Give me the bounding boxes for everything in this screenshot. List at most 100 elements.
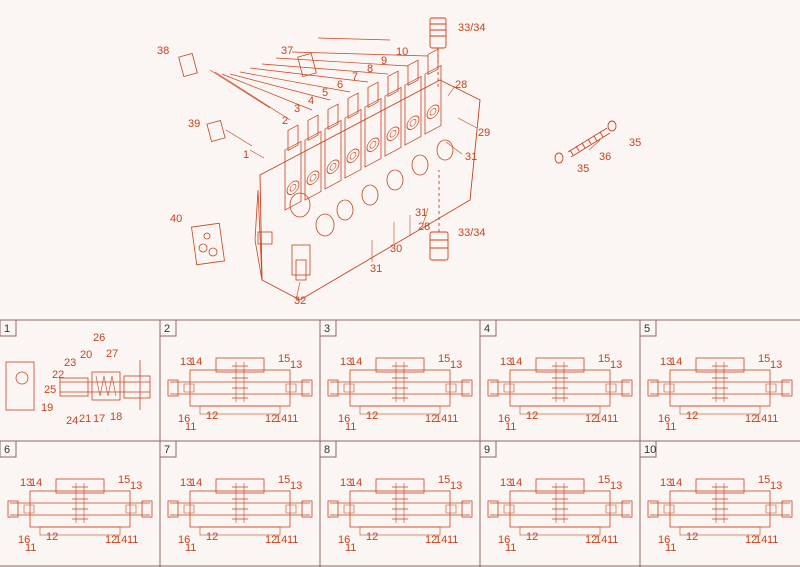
detail-callout: 14 <box>350 356 362 368</box>
valve-assembly-drawing <box>178 17 617 301</box>
detail-callout: 11 <box>505 542 516 554</box>
detail-callout: 12 <box>105 534 117 546</box>
callout-label: 36 <box>599 151 611 163</box>
detail-callout: 12 <box>526 410 538 422</box>
detail-number-box <box>159 319 177 337</box>
callout-label: 31 <box>370 263 382 275</box>
detail-callout: 11 <box>185 542 196 554</box>
detail-number-box <box>0 440 17 458</box>
detail-number: 1 <box>4 323 10 335</box>
detail-callout: 21 <box>79 413 91 425</box>
detail-callout: 14 <box>115 534 127 546</box>
detail-callout: 13 <box>500 477 512 489</box>
callout-label: 30 <box>390 243 402 255</box>
detail-callout: 15 <box>438 474 450 486</box>
detail-number-box <box>159 440 177 458</box>
detail-number: 2 <box>164 323 170 335</box>
detail-callout: 14 <box>190 356 202 368</box>
detail-callout: 16 <box>178 413 190 425</box>
detail-callout: 14 <box>30 477 42 489</box>
detail-callout: 15 <box>758 474 770 486</box>
detail-callout: 12 <box>366 410 378 422</box>
detail-callout: 13 <box>290 480 302 492</box>
detail-callout: 22 <box>52 369 64 381</box>
callout-label: 10 <box>396 46 408 58</box>
detail-callout: 14 <box>595 413 607 425</box>
detail-callout: 13 <box>770 359 782 371</box>
detail-number: 5 <box>644 323 650 335</box>
detail-callout: 15 <box>758 353 770 365</box>
detail-callout: 13 <box>130 480 142 492</box>
detail-callout: 14 <box>275 413 287 425</box>
detail-callout: 14 <box>510 477 522 489</box>
detail-callout: 13 <box>610 359 622 371</box>
detail-callout: 13 <box>340 356 352 368</box>
detail-callout: 13 <box>180 356 192 368</box>
detail-callout: 12 <box>46 531 58 543</box>
detail-callout: 12 <box>425 534 437 546</box>
detail-number-box <box>319 319 337 337</box>
detail-callout: 27 <box>106 348 118 360</box>
callout-label: 35 <box>629 137 641 149</box>
callout-label: 28 <box>455 79 467 91</box>
detail-callout: 11 <box>767 413 778 425</box>
callout-label: 39 <box>188 118 200 130</box>
callout-label: 31 <box>465 151 477 163</box>
detail-callout: 13 <box>450 480 462 492</box>
detail-callout: 19 <box>41 402 53 414</box>
detail-callout: 11 <box>665 421 676 433</box>
detail-number-box <box>479 440 497 458</box>
callout-label: 33/34 <box>458 22 486 34</box>
detail-callout: 15 <box>278 353 290 365</box>
detail-callout: 11 <box>25 542 36 554</box>
detail-callout: 25 <box>44 384 56 396</box>
detail-number-box <box>639 440 657 458</box>
detail-callout: 12 <box>686 531 698 543</box>
detail-number: 3 <box>324 323 330 335</box>
detail-callout: 11 <box>345 542 356 554</box>
detail-callout: 12 <box>745 413 757 425</box>
detail-callout: 13 <box>610 480 622 492</box>
callout-label: 31 <box>415 207 427 219</box>
callout-label: 32 <box>294 295 306 307</box>
detail-callout: 13 <box>180 477 192 489</box>
detail-number-box <box>479 319 497 337</box>
detail-callout: 15 <box>438 353 450 365</box>
detail-callout: 12 <box>526 531 538 543</box>
callout-label: 2 <box>282 115 288 127</box>
detail-callout: 16 <box>338 413 350 425</box>
detail-number: 10 <box>644 444 656 456</box>
detail-callout: 12 <box>206 531 218 543</box>
callout-label: 9 <box>381 55 387 67</box>
detail-callout: 11 <box>607 534 618 546</box>
detail-callout: 11 <box>185 421 196 433</box>
detail-callout: 15 <box>598 353 610 365</box>
detail-callout: 14 <box>595 534 607 546</box>
detail-callout: 20 <box>80 349 92 361</box>
callout-label: 3 <box>294 103 300 115</box>
detail-callout: 12 <box>686 410 698 422</box>
detail-callout: 12 <box>585 413 597 425</box>
detail-callout: 11 <box>447 413 458 425</box>
detail-callout: 18 <box>110 411 122 423</box>
detail-callout: 11 <box>127 534 138 546</box>
detail-callout: 23 <box>64 357 76 369</box>
detail-callout: 12 <box>425 413 437 425</box>
callout-label: 28 <box>418 221 430 233</box>
detail-callout: 14 <box>670 356 682 368</box>
detail-callout: 13 <box>290 359 302 371</box>
detail-callout: 13 <box>660 356 672 368</box>
detail-callout: 14 <box>435 534 447 546</box>
detail-callout: 14 <box>435 413 447 425</box>
detail-number-box <box>319 440 337 458</box>
detail-callout: 12 <box>366 531 378 543</box>
callout-label: 8 <box>367 63 373 75</box>
detail-callout: 12 <box>206 410 218 422</box>
